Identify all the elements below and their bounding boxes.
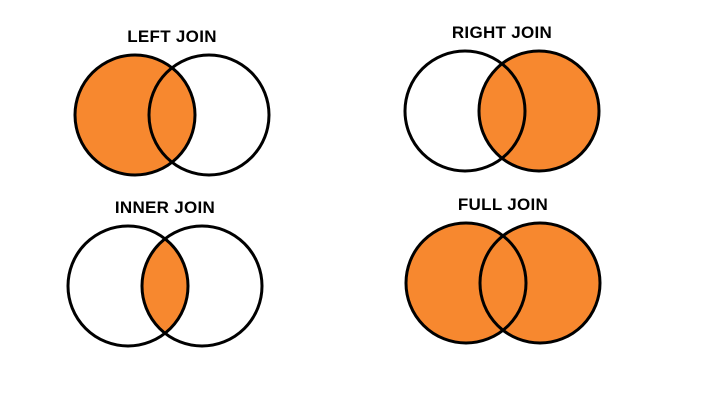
venn-right-join: RIGHT JOIN: [402, 22, 602, 176]
venn-left-join: LEFT JOIN: [72, 26, 272, 180]
venn-title-full-join: FULL JOIN: [457, 195, 549, 214]
intersection-fill: [149, 55, 195, 175]
venn-full-join: FULL JOIN: [403, 194, 603, 348]
venn-diagram-svg-full-join: [404, 221, 602, 345]
venn-diagram-svg-inner-join: [66, 224, 264, 348]
venn-title-right-join: RIGHT JOIN: [451, 23, 553, 42]
left-circle-outline: [73, 53, 197, 177]
right-circle-outline: [147, 53, 271, 177]
left-circle-outline: [404, 221, 528, 345]
venn-title-inner-join: INNER JOIN: [114, 198, 216, 217]
right-circle-outline: [478, 221, 602, 345]
left-circle-outline: [66, 224, 190, 348]
venn-diagram-svg-right-join: [403, 49, 601, 173]
venn-inner-join: INNER JOIN: [65, 197, 265, 351]
intersection-fill: [479, 51, 525, 171]
intersection-fill: [142, 226, 188, 346]
intersection-fill: [480, 223, 526, 343]
venn-diagram-svg-left-join: [73, 53, 271, 177]
left-circle-outline: [403, 49, 527, 173]
venn-title-left-join: LEFT JOIN: [127, 27, 217, 46]
right-circle-outline: [140, 224, 264, 348]
right-circle-outline: [477, 49, 601, 173]
